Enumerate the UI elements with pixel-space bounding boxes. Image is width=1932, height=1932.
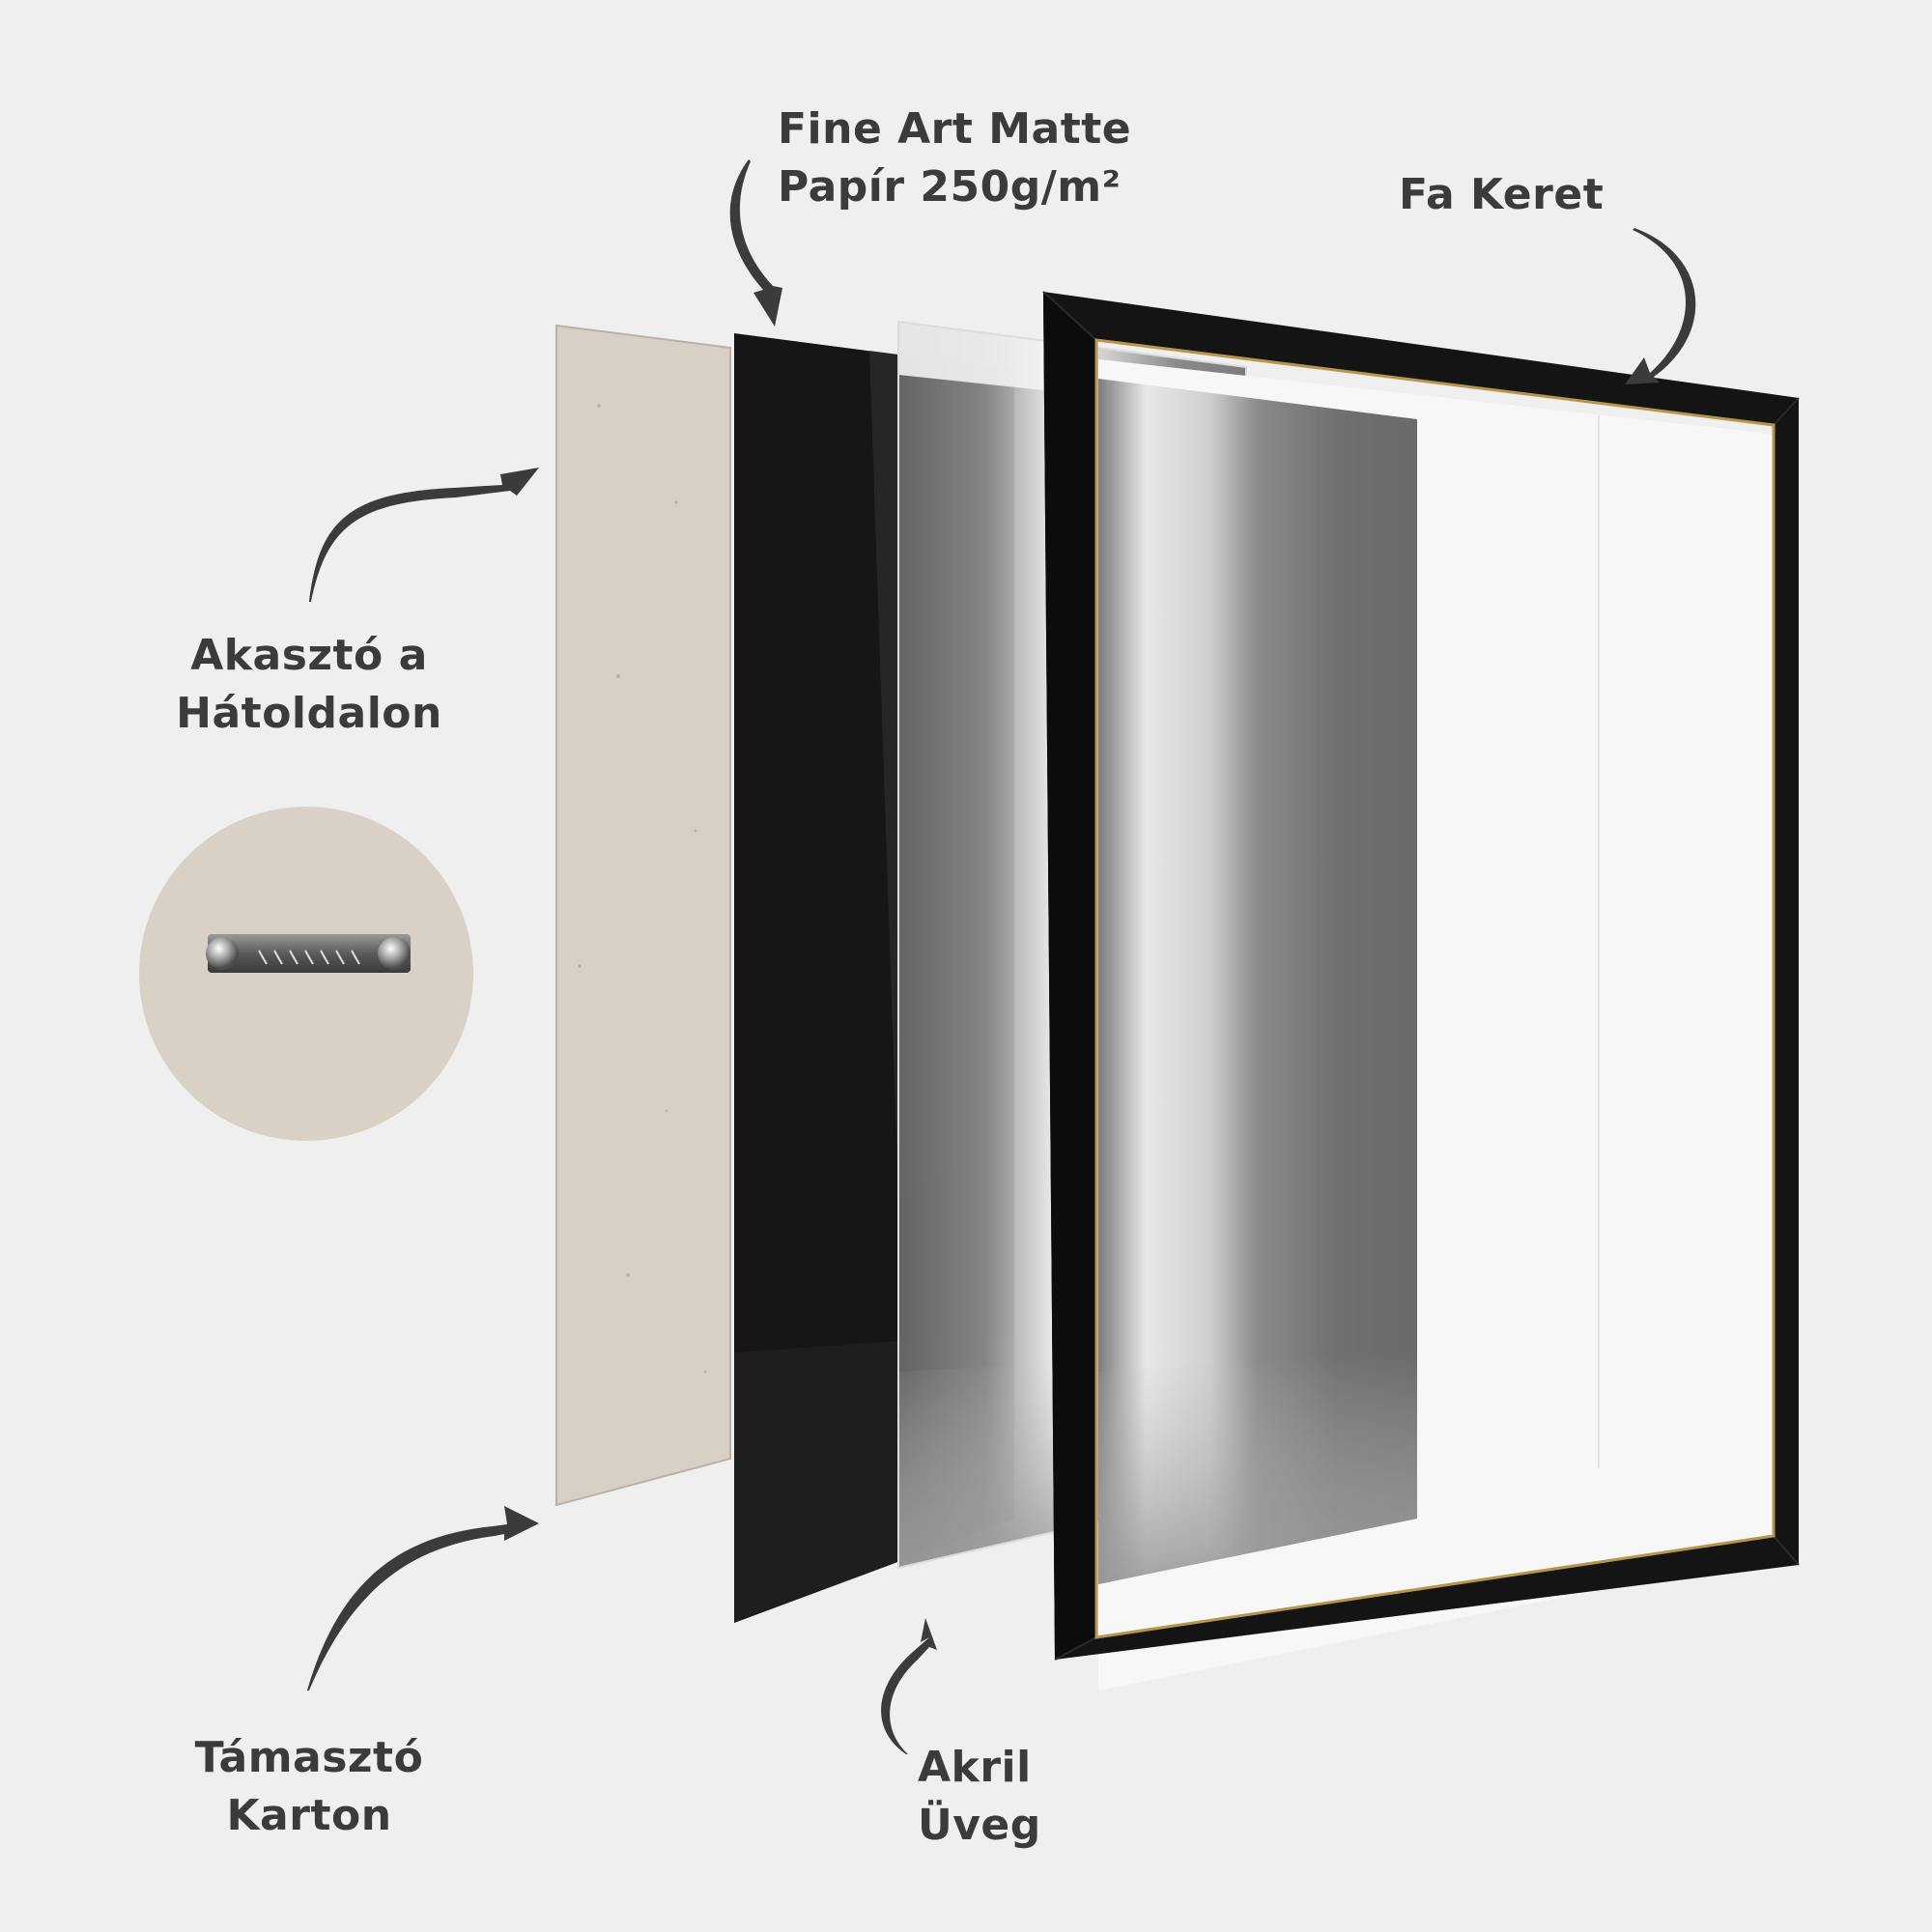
label-fine-art-paper: Fine Art Matte Papír 250g/m²: [778, 100, 1131, 216]
sawtooth-hanger-icon: [206, 934, 411, 973]
label-acrylic-glass: Akril Üveg: [918, 1739, 1041, 1855]
label-hanger-on-back: Akasztó a Hátoldalon: [164, 627, 454, 743]
label-paper-line2: Papír 250g/m²: [778, 162, 1122, 212]
label-frame-line1: Fa Keret: [1399, 170, 1605, 219]
arrow-paper-icon: [729, 159, 782, 327]
label-backing-line2: Karton: [226, 1791, 392, 1840]
backing-board: [555, 324, 731, 1507]
label-backing-board: Támasztó Karton: [174, 1729, 444, 1845]
arrow-acrylic-icon: [881, 1618, 937, 1754]
label-acrylic-line1: Akril: [918, 1743, 1032, 1792]
label-hanger-line2: Hátoldalon: [176, 689, 442, 738]
label-backing-line1: Támasztó: [194, 1733, 424, 1782]
label-wooden-frame: Fa Keret: [1399, 166, 1604, 224]
label-hanger-line1: Akasztó a: [190, 631, 428, 680]
hanger-detail-circle: [139, 807, 473, 1141]
label-paper-line1: Fine Art Matte: [778, 104, 1132, 154]
label-acrylic-line2: Üveg: [918, 1801, 1041, 1850]
arrow-hanger-icon: [309, 468, 539, 602]
arrow-backing-icon: [307, 1506, 539, 1690]
wooden-frame: [1042, 291, 1800, 1661]
arrow-frame-icon: [1625, 228, 1696, 384]
framed-photo: [1098, 359, 1797, 1690]
